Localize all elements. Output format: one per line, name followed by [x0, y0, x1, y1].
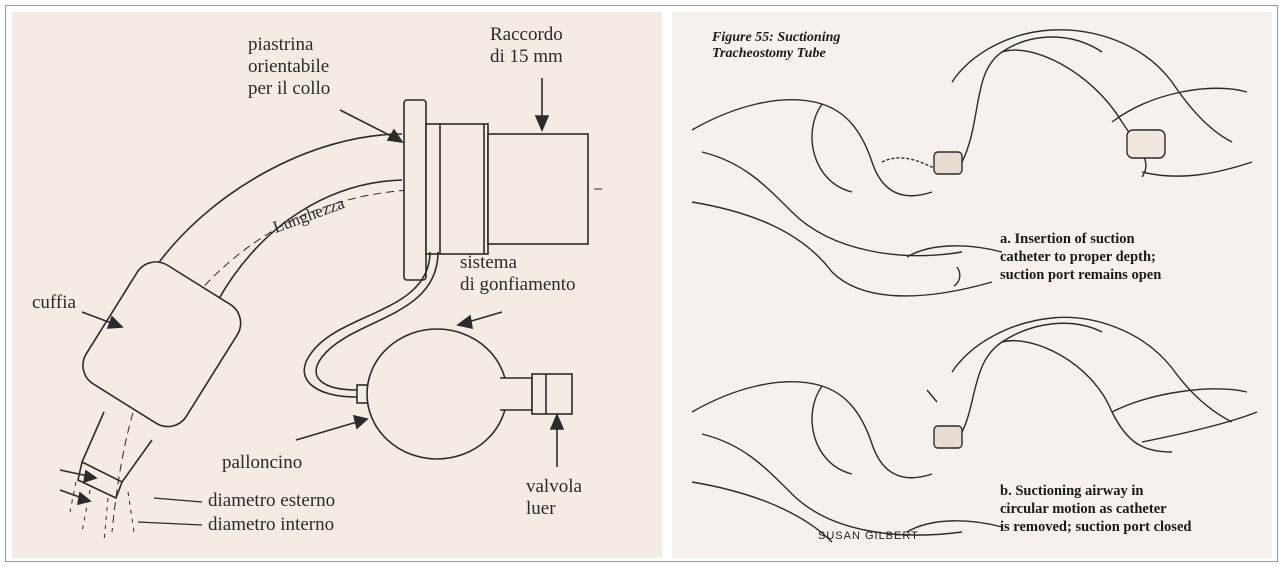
pilot-balloon: [367, 329, 507, 459]
caption-a-line2: catheter to proper depth;: [1000, 248, 1156, 266]
label-connector-line1: Raccordo: [490, 24, 563, 46]
tube-outer-curve: [152, 134, 402, 272]
neck-plate: [404, 100, 426, 280]
connector-body: [426, 124, 488, 254]
caption-b-line3: is removed; suction port closed: [1000, 518, 1191, 536]
caption-a-line1: a. Insertion of suction: [1000, 230, 1135, 248]
tube-tip: [82, 412, 152, 482]
caption-b-line2: circular motion as catheter: [1000, 500, 1167, 518]
suctioning-figure: Figure 55: Suctioning Tracheostomy Tube: [672, 12, 1272, 558]
label-valve-line1: valvola: [526, 476, 582, 498]
caption-b-line1: b. Suctioning airway in: [1000, 482, 1143, 500]
label-inflation-line1: sistema: [460, 252, 517, 274]
suction-illustration: [672, 12, 1272, 558]
label-cuff: cuffia: [32, 292, 76, 314]
tracheostomy-tube-diagram: piastrina orientabile per il collo Racco…: [12, 12, 662, 558]
label-plate-line2: orientabile: [248, 56, 329, 78]
label-plate-line1: piastrina: [248, 34, 313, 56]
caption-a-line3: suction port remains open: [1000, 266, 1161, 284]
label-plate-line3: per il collo: [248, 78, 330, 100]
illustration-panel-b: [692, 317, 1257, 542]
cuff: [75, 254, 249, 435]
label-valve-line2: luer: [526, 498, 556, 520]
label-balloon: palloncino: [222, 452, 302, 474]
label-inflation-line2: di gonfiamento: [460, 274, 576, 296]
connector-15mm: [488, 134, 588, 244]
illustration-panel-a: [692, 30, 1252, 296]
luer-valve: [532, 374, 572, 414]
artist-signature: SUSAN GILBERT: [818, 530, 919, 542]
label-outer-diameter: diametro esterno: [208, 490, 335, 512]
label-inner-diameter: diametro interno: [208, 514, 334, 536]
label-connector-line2: di 15 mm: [490, 46, 563, 68]
tube-inner-curve: [217, 180, 402, 302]
